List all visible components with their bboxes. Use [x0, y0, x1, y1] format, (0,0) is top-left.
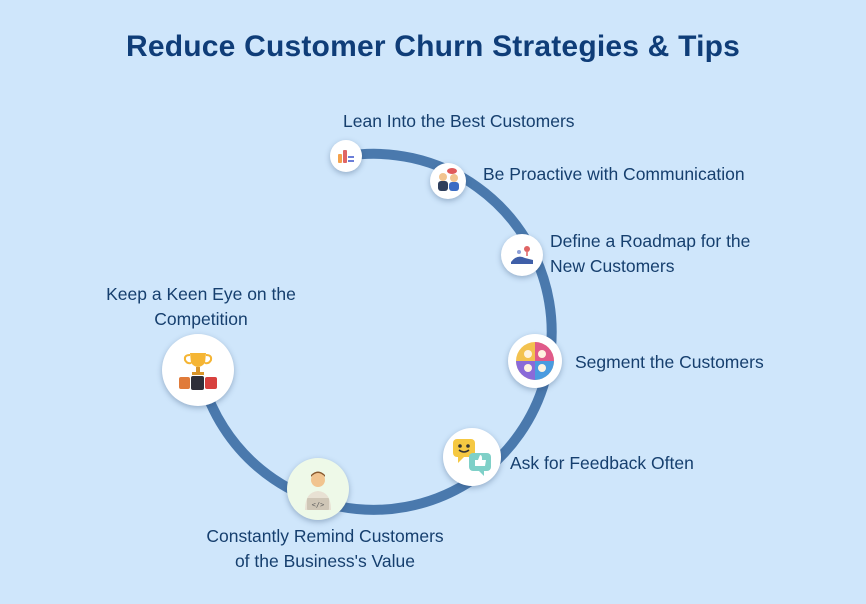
step-6-node: </>	[287, 458, 349, 520]
step-3-node	[501, 234, 543, 276]
step-3-label-line-1: Define a Roadmap for the	[550, 231, 751, 251]
page-title: Reduce Customer Churn Strategies & Tips	[125, 30, 741, 63]
step-1-label: Lean Into the Best Customers	[343, 111, 575, 131]
step-4-label: Segment the Customers	[575, 352, 764, 372]
step-3-label: Define a Roadmap for the New Customers	[550, 229, 750, 279]
step-6-label-line-1: Constantly Remind Customers	[206, 526, 444, 546]
step-6-label-line-2: of the Business's Value	[234, 551, 416, 571]
developer-person-icon: </>	[295, 466, 341, 512]
step-3-label-line-2: New Customers	[550, 256, 675, 276]
feedback-chat-icon	[450, 435, 494, 479]
roadmap-shoe-icon	[507, 240, 537, 270]
step-7-node	[162, 334, 234, 406]
step-5-label: Ask for Feedback Often	[510, 453, 694, 473]
step-7-label-line-2: Competition	[154, 309, 248, 329]
people-talking-icon	[434, 167, 462, 195]
step-4-node	[508, 334, 562, 388]
trophy-competitors-icon	[173, 345, 223, 395]
step-6-label: Constantly Remind Customers of the Busin…	[160, 524, 490, 574]
svg-text:</>: </>	[312, 501, 325, 509]
chart-document-icon	[335, 145, 357, 167]
step-7-label: Keep a Keen Eye on the Competition	[61, 282, 341, 332]
step-2-node	[430, 163, 466, 199]
step-2-label: Be Proactive with Communication	[483, 164, 745, 184]
step-1-node	[330, 140, 362, 172]
step-5-node	[443, 428, 501, 486]
customer-segments-icon	[514, 340, 556, 382]
step-7-label-line-1: Keep a Keen Eye on the	[106, 284, 296, 304]
